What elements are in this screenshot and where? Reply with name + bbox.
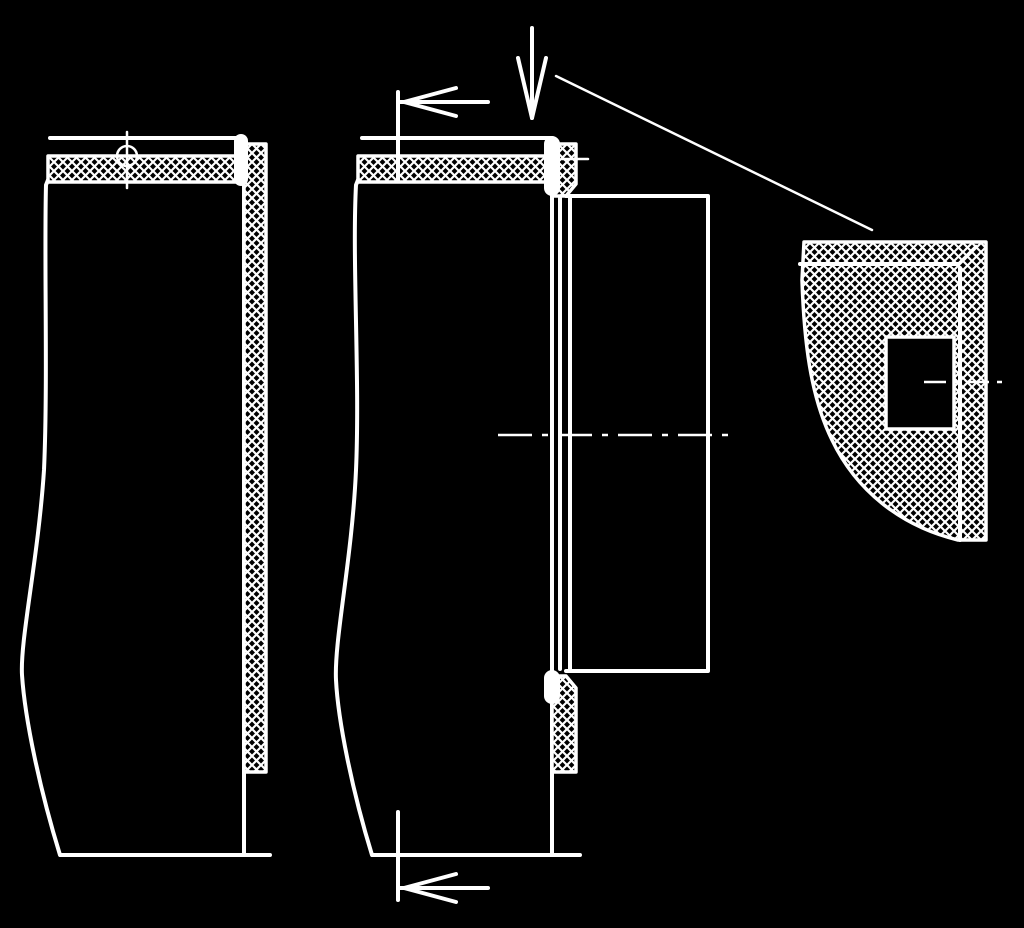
left-view: [19, 130, 272, 857]
right-view-weld-bead-bottom: [544, 670, 560, 704]
section-arrow-top: [396, 86, 490, 182]
right-view-wall-outline: [333, 136, 554, 857]
right-view-base-foot: [550, 770, 582, 857]
left-view-weld-bead: [234, 134, 248, 186]
right-view: [333, 26, 736, 904]
left-view-base-foot: [242, 770, 272, 857]
right-view-top-insulation: [356, 154, 548, 184]
right-view-weld-bead-top: [544, 136, 560, 196]
right-view-duct-box: [564, 194, 710, 673]
section-arrow-bottom: [396, 810, 490, 904]
left-view-side-insulation: [242, 142, 268, 774]
detail-leader-line: [554, 74, 874, 232]
left-view-wall-outline: [19, 136, 246, 857]
left-view-top-insulation: [46, 154, 240, 184]
detail-view-layer-line-diagonal: [956, 244, 978, 266]
detail-view: [798, 240, 1002, 542]
view-arrow-down: [516, 26, 548, 120]
